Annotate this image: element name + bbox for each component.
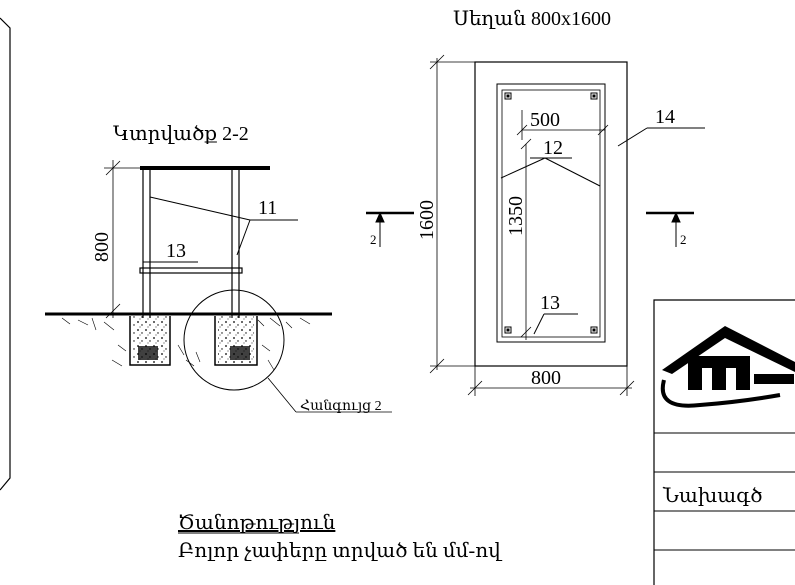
plan-label-12: 12 xyxy=(543,137,563,159)
plan-outline xyxy=(474,61,628,367)
plan-corner-posts xyxy=(504,92,598,334)
section-label-13: 13 xyxy=(166,240,186,262)
node-callout-label: Հանգույց 2 xyxy=(300,399,382,414)
notes-heading: Ծանոթություն xyxy=(178,512,336,534)
footing-right xyxy=(214,316,258,366)
label-11: 11 xyxy=(258,197,277,219)
section-2-2: Կտրվածք 2-2 800 xyxy=(45,123,392,414)
plan-frame-inner xyxy=(501,89,601,338)
section-height-dimension xyxy=(105,160,121,319)
notes: Ծանոթություն Բոլոր չափերը տրված են մմ-ով xyxy=(178,512,503,562)
plan-width-label: 800 xyxy=(531,367,561,389)
section-tabletop xyxy=(140,166,270,170)
table-plan: Սեղան 800x1600 1600 xyxy=(366,8,705,396)
section-legs xyxy=(139,170,243,318)
plan-label-13: 13 xyxy=(540,292,560,314)
section-height-label: 800 xyxy=(91,232,113,262)
cut-label-right: 2 xyxy=(680,232,687,247)
plan-label-14: 14 xyxy=(655,106,675,128)
company-logo xyxy=(660,326,795,408)
section-title: Կտրվածք 2-2 xyxy=(113,123,249,145)
plan-frame-outer xyxy=(496,83,606,343)
cut-marker-left xyxy=(366,211,414,247)
cut-label-left: 2 xyxy=(370,232,377,247)
cut-marker-right xyxy=(646,211,694,247)
plan-inner-height-label: 1350 xyxy=(505,196,527,236)
plan-title: Սեղան 800x1600 xyxy=(453,8,611,30)
notes-text: Բոլոր չափերը տրված են մմ-ով xyxy=(178,540,503,562)
leader-11 xyxy=(149,196,298,256)
footing-left xyxy=(129,316,171,366)
plan-height-label: 1600 xyxy=(416,200,438,240)
title-block: Նախագծ xyxy=(653,299,795,585)
sheet-border-left xyxy=(0,17,11,491)
title-block-row-label: Նախագծ xyxy=(662,485,762,507)
plan-inner-width-label: 500 xyxy=(530,109,560,131)
node-2-circle xyxy=(183,289,285,391)
